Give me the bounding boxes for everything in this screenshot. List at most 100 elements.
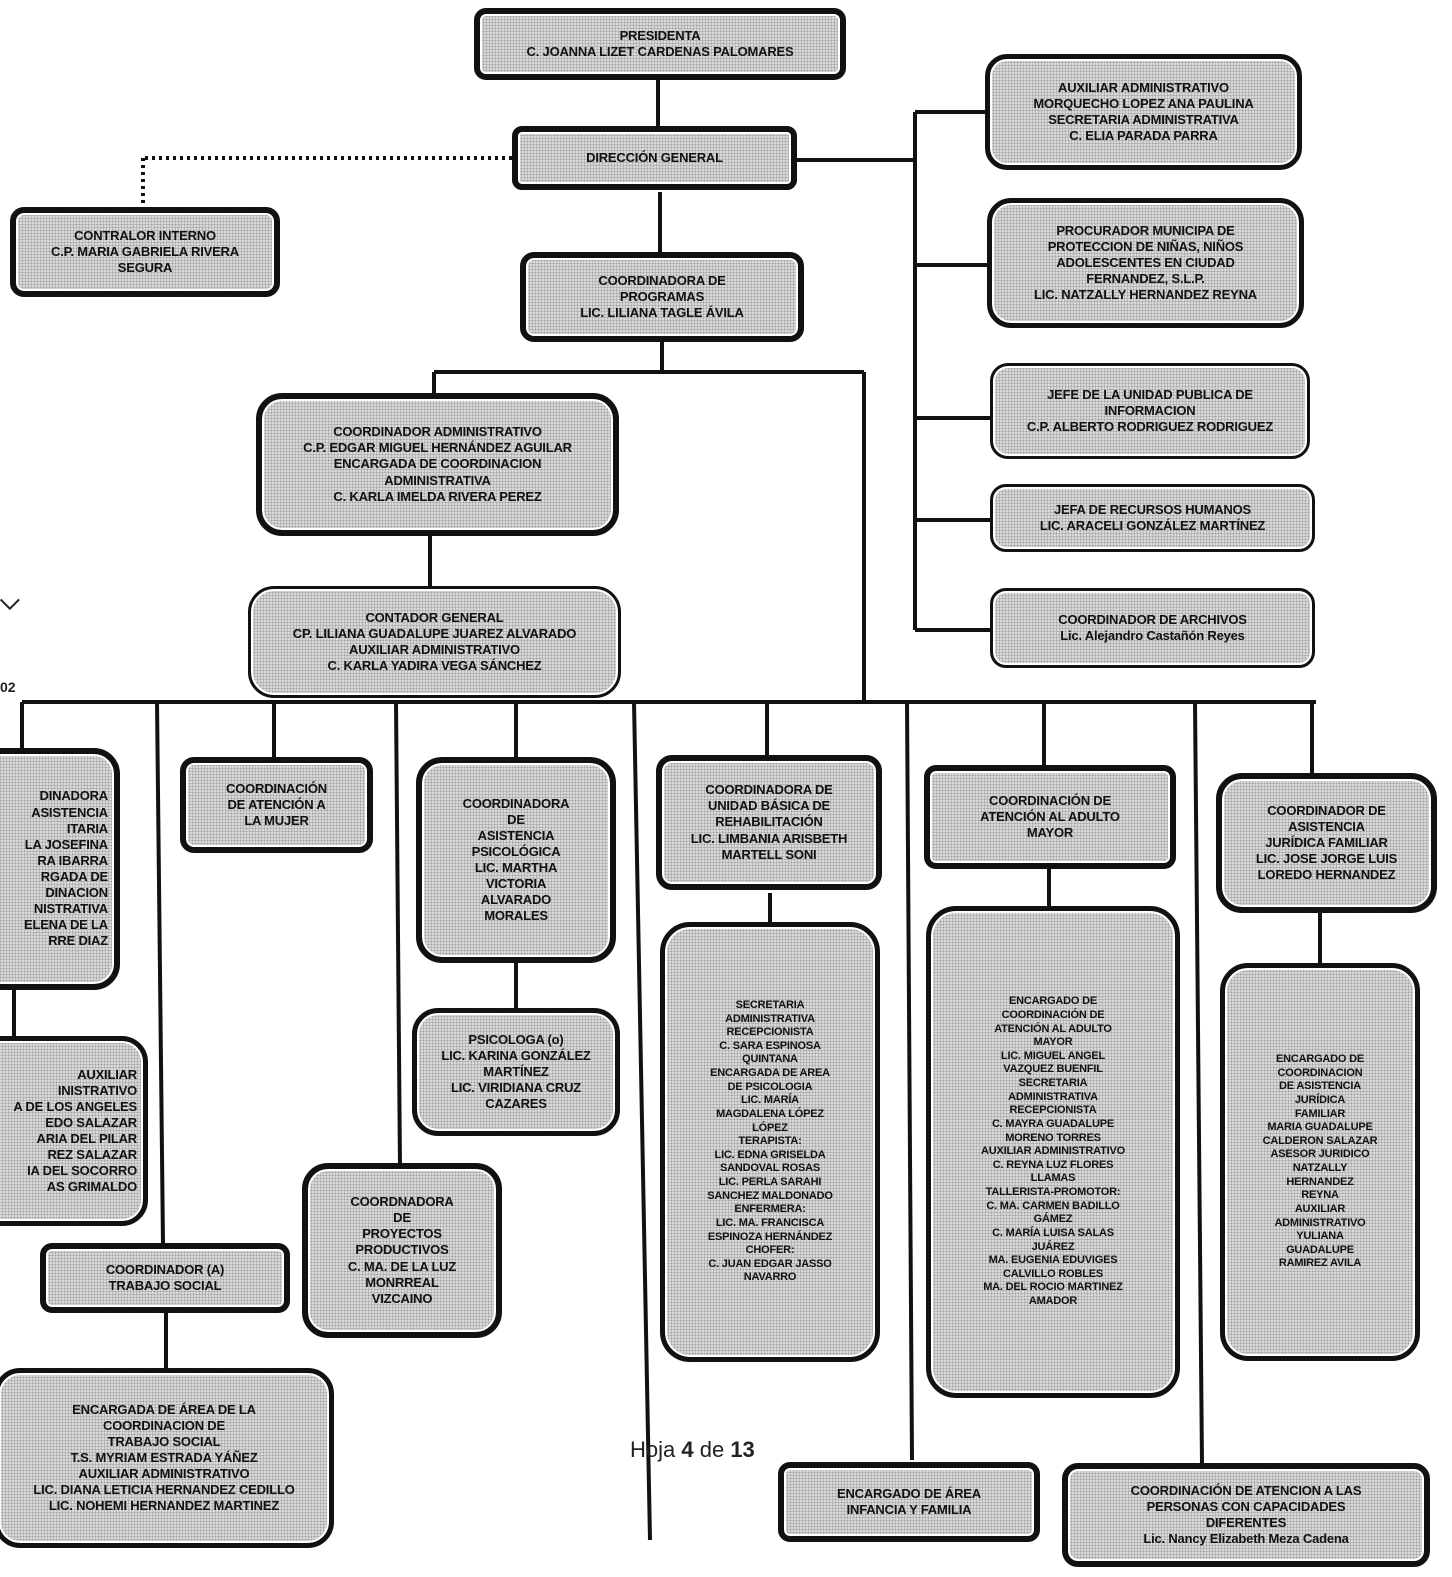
box-line: LA MUJER (244, 813, 309, 829)
box-line: CALDERON SALAZAR (1262, 1134, 1378, 1147)
box-line: ASISTENCIA (477, 827, 555, 843)
box-line: ADMINISTRATIVA (384, 472, 491, 488)
direccion-general-box: DIRECCIÓN GENERAL (512, 126, 797, 190)
box-line: ENCARGADO DE (1275, 1053, 1365, 1065)
box-line: COORDINADOR (A) (105, 1261, 225, 1277)
box-line: MORALES (484, 908, 548, 924)
box-line: UNIDAD BÁSICA DE (708, 798, 830, 814)
box-line: FERNANDEZ, S.L.P. (1086, 271, 1205, 287)
box-line: INFANCIA Y FAMILIA (846, 1502, 972, 1517)
box-line: VAZQUEZ BUENFIL (1003, 1063, 1103, 1076)
box-line: SEGURA (117, 260, 173, 276)
box-line: LIC. LILIANA TAGLE ÁVILA (580, 305, 744, 321)
box-line: LIC. LIMBANIA ARISBETH (690, 830, 848, 846)
box-line: REYNA (1301, 1189, 1339, 1202)
box-line: COORDINACIÓN (226, 780, 327, 796)
box-line: JEFE DE LA UNIDAD PUBLICA DE (1047, 386, 1253, 402)
box-line: PROYECTOS (362, 1226, 442, 1242)
box-line: MONRREAL (365, 1274, 439, 1290)
box-line: ALVARADO (480, 892, 552, 908)
box-line: C. MAYRA GUADALUPE (991, 1117, 1115, 1130)
box-line: DE (507, 811, 525, 827)
box-line: MARIA GUADALUPE (1267, 1121, 1373, 1134)
box-line: QUINTANA (742, 1053, 798, 1066)
box-line: MA. EUGENIA EDUVIGES (988, 1254, 1118, 1267)
box-line: CONTRALOR INTERNO (74, 227, 216, 243)
box-line: DE ASISTENCIA (1279, 1080, 1361, 1093)
box-line: ADMINISTRATIVO (1274, 1216, 1366, 1229)
box-line: DE PSICOLOGIA (727, 1080, 813, 1093)
box-line: RGADA DE (40, 869, 108, 884)
box-line: ENCARGADA DE AREA (710, 1067, 830, 1080)
box-line: ARIA DEL PILAR (36, 1131, 138, 1146)
box-line: DINACION (45, 885, 108, 901)
box-line: C. JOANNA LIZET CARDENAS PALOMARES (526, 44, 794, 59)
box-line: MARTELL SONI (721, 846, 817, 862)
box-line: DINADORA (39, 788, 109, 804)
box-line: GÁMEZ (1033, 1213, 1073, 1226)
box-line: RA IBARRA (37, 852, 108, 868)
box-line: LIC. EDNA GRISELDA (714, 1148, 826, 1161)
box-line: MAYOR (1033, 1036, 1073, 1049)
box-line: SECRETARIA (1018, 1077, 1088, 1090)
box-line: PRESIDENTA (619, 27, 701, 43)
logo-mark-icon: ⌵ (0, 585, 20, 615)
box-line: EDO SALAZAR (45, 1114, 137, 1130)
box-line: MARTÍNEZ (483, 1063, 549, 1079)
box-line: COORDINACION DE (103, 1417, 225, 1433)
box-line: DE (393, 1210, 411, 1226)
box-line: AS GRIMALDO (46, 1179, 137, 1195)
box-line: Lic. Alejandro Castañón Reyes (1060, 628, 1245, 643)
coord-trabajo-social-box: COORDINADOR (A)TRABAJO SOCIAL (40, 1243, 290, 1313)
box-line: DIRECCIÓN GENERAL (586, 149, 723, 165)
box-line: LIC. MARÍA (741, 1094, 799, 1107)
box-line: ASISTENCIA (1288, 818, 1365, 834)
box-line: TRABAJO SOCIAL (107, 1433, 221, 1449)
box-line: JEFA DE RECURSOS HUMANOS (1054, 501, 1251, 517)
box-line: C. KARLA YADIRA VEGA SÁNCHEZ (327, 658, 542, 674)
box-line: YULIANA (1296, 1230, 1344, 1243)
box-line: VIZCAINO (371, 1290, 433, 1306)
box-line: LIC. JOSE JORGE LUIS (1255, 851, 1398, 867)
box-line: COORDNADORA (350, 1194, 454, 1210)
box-line: AUXILIAR ADMINISTRATIVO (981, 1145, 1125, 1158)
box-line: C. ELIA PARADA PARRA (1069, 128, 1218, 144)
box-line: CALVILLO ROBLES (1002, 1267, 1104, 1280)
box-line: CP. LILIANA GUADALUPE JUAREZ ALVARADO (292, 625, 577, 641)
box-line: C.P. ALBERTO RODRIGUEZ RODRIGUEZ (1026, 419, 1274, 435)
box-line: TRABAJO SOCIAL (108, 1278, 222, 1293)
box-line: ATENCIÓN AL ADULTO (980, 808, 1120, 824)
box-line: C. KARLA IMELDA RIVERA PEREZ (333, 488, 542, 504)
footer-page-total: 13 (730, 1437, 755, 1462)
box-line: COORDINADORA DE (705, 782, 833, 798)
box-line: LIC. PERLA SARAHI (718, 1176, 822, 1189)
box-line: C. MARÍA LUISA SALAS (992, 1226, 1114, 1239)
box-line: Lic. Nancy Elizabeth Meza Cadena (1143, 1531, 1349, 1547)
box-line: ADMINISTRATIVA (725, 1012, 815, 1025)
box-line: MA. DEL ROCIO MARTINEZ (983, 1281, 1123, 1294)
box-line: C. JUAN EDGAR JASSO (708, 1257, 832, 1270)
box-line: GUADALUPE (1286, 1243, 1354, 1256)
box-line: ITARIA (66, 820, 108, 836)
box-line: COORDINACIÓN DE (989, 792, 1111, 808)
box-line: COORDINACIÓN DE ATENCION A LAS (1130, 1482, 1362, 1498)
footer-prefix: Hoja (630, 1437, 682, 1462)
box-line: LIC. KARINA GONZÁLEZ (441, 1047, 591, 1063)
box-line: PRODUCTIVOS (355, 1242, 449, 1258)
box-line: REZ SALAZAR (47, 1147, 137, 1163)
